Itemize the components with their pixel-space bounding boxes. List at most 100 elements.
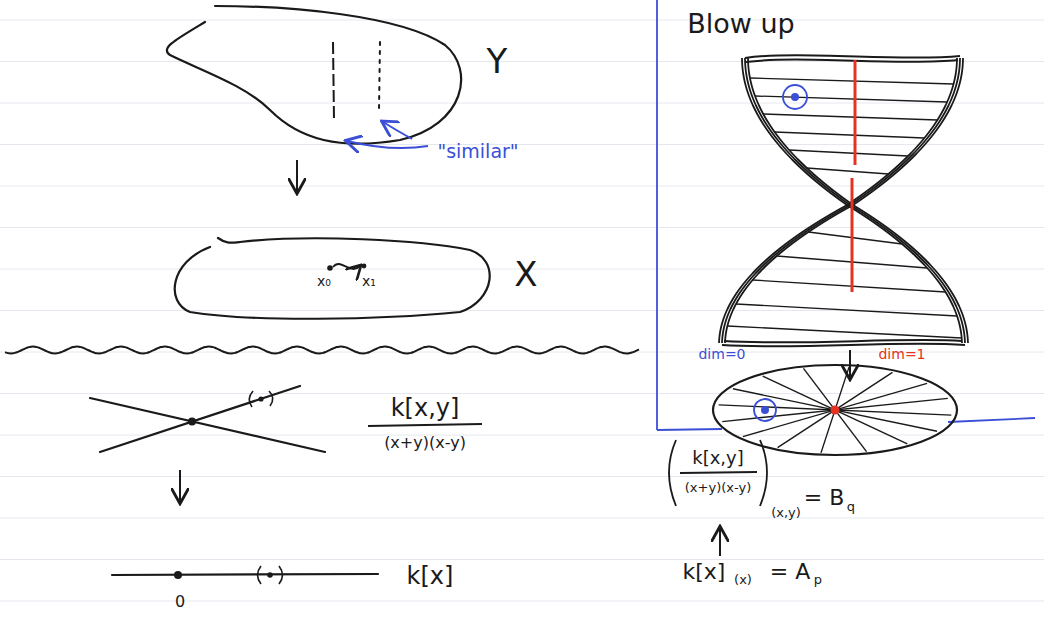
dimension-note: dim=1 — [878, 347, 925, 362]
ruling-line — [775, 132, 925, 138]
point — [362, 264, 367, 269]
ring-name: k[x] — [407, 563, 454, 589]
notebook-rule — [0, 601, 1044, 602]
blowup-surface — [719, 55, 968, 346]
surface-edge — [722, 205, 850, 343]
ruling-line — [750, 78, 954, 84]
affine-line — [112, 574, 378, 575]
fraction-bar — [368, 424, 482, 426]
fiber-line — [379, 42, 380, 110]
localization-subscript: (x) — [734, 573, 752, 587]
bracket — [760, 440, 767, 506]
open-interval — [279, 566, 283, 584]
point — [327, 265, 333, 271]
map-arrow — [179, 470, 181, 502]
ring-numerator: k[x,y] — [391, 395, 460, 421]
open-interval — [249, 391, 253, 407]
ring-denominator: (x+y)(x-y) — [685, 481, 751, 495]
ruling-line — [736, 304, 957, 316]
open-interval — [258, 566, 262, 584]
notebook-rule — [0, 518, 1044, 519]
panel-border — [657, 429, 722, 430]
circled-point — [754, 399, 776, 421]
line-through-origin — [803, 368, 866, 451]
localization-subscript: (x,y) — [771, 506, 801, 520]
point — [267, 572, 273, 578]
surface-edge — [850, 58, 960, 205]
ruling-line — [753, 280, 946, 292]
point — [761, 406, 769, 414]
path-arrow — [333, 264, 360, 269]
origin-point — [174, 571, 182, 579]
ring-numerator: k[x,y] — [692, 448, 744, 468]
ruling-line — [789, 150, 908, 156]
notebook-rule — [0, 144, 1044, 145]
panel-border — [948, 418, 1035, 422]
point-name: x₀ — [317, 274, 331, 289]
space-name: Y — [487, 43, 508, 80]
notebook-rule — [0, 103, 1044, 104]
origin-label: 0 — [175, 593, 185, 611]
exceptional-fiber — [851, 178, 854, 292]
local-ring-name: = B — [804, 486, 845, 510]
surface-rim — [722, 344, 965, 347]
map-arrow — [719, 528, 721, 556]
panel-border — [656, 0, 658, 430]
space-name: X — [514, 256, 537, 293]
map-arrow — [296, 160, 298, 192]
surface-edge — [850, 205, 965, 343]
ring-subscript: q — [847, 500, 855, 514]
circled-point — [783, 85, 807, 109]
exceptional-fiber — [854, 60, 857, 165]
surface-rim — [745, 55, 960, 58]
space-outline — [175, 238, 490, 319]
notebook-rule — [0, 310, 1044, 311]
center-point — [831, 406, 840, 415]
ring-name: k[x] — [683, 560, 726, 584]
pointer-arrow — [383, 122, 412, 139]
node-point — [188, 418, 196, 426]
line-through-origin — [743, 383, 927, 436]
notebook-rule — [0, 559, 1044, 560]
bracket — [669, 440, 676, 506]
surface-edge — [725, 205, 853, 343]
ring-subscript: p — [814, 573, 822, 587]
surface-edge — [847, 58, 957, 205]
local-ring-name: = A — [770, 560, 810, 584]
notebook-rules — [0, 20, 1044, 601]
divider-wave — [5, 347, 639, 354]
surface-edge — [847, 205, 962, 343]
line-through-origin — [778, 372, 893, 447]
panel-title: Blow up — [687, 9, 794, 39]
notebook-rule — [0, 393, 1044, 394]
line-through-origin — [733, 389, 937, 431]
map-arrow — [849, 350, 851, 378]
surface-rim — [746, 60, 958, 62]
point — [791, 93, 799, 101]
plane-disc — [713, 365, 957, 455]
curve-branch — [100, 386, 300, 452]
ruling-line — [763, 114, 937, 120]
line-through-origin — [722, 398, 948, 421]
point — [258, 396, 263, 401]
surface-rim — [724, 340, 962, 343]
line-through-origin — [763, 376, 908, 444]
ring-denominator: (x+y)(x-y) — [384, 434, 466, 452]
ruling-line — [727, 326, 961, 338]
space-outline — [167, 6, 461, 144]
fiber-line — [333, 42, 334, 120]
notebook-rule — [0, 20, 1044, 21]
fraction-bar — [680, 472, 757, 473]
surface-edge — [853, 205, 968, 343]
point-name: x₁ — [362, 274, 376, 289]
annotation: "similar" — [437, 141, 518, 162]
ruling-line — [808, 232, 902, 244]
line-pencil — [719, 367, 952, 453]
ruling-line — [807, 168, 889, 174]
notebook-rule — [0, 476, 1044, 477]
surface-edge — [719, 205, 847, 343]
pointer-arrow — [347, 141, 428, 148]
line-through-origin — [821, 367, 849, 453]
